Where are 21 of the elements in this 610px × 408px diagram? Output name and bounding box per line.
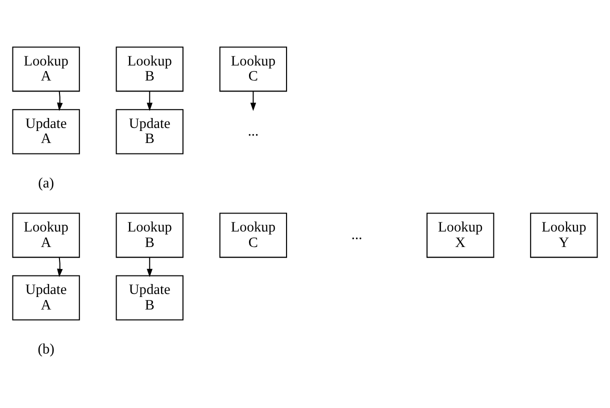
node-box: Lookup C <box>219 46 288 92</box>
node-box: Lookup A <box>12 212 80 258</box>
arrow <box>250 91 256 111</box>
arrow <box>146 91 153 111</box>
node-text: ... <box>248 124 259 140</box>
node-box: Update A <box>12 275 80 320</box>
label: (b) <box>38 341 54 358</box>
node-box: Lookup B <box>116 46 184 92</box>
node-box: Lookup Y <box>530 212 598 258</box>
node-box: Update B <box>116 109 184 154</box>
label: ... <box>351 227 362 244</box>
node-box: Update B <box>116 275 184 320</box>
node-box: Update A <box>12 109 80 154</box>
node-box: Lookup C <box>219 212 288 258</box>
arrow <box>57 91 63 111</box>
node-box: Lookup B <box>116 212 184 258</box>
arrow <box>57 257 63 278</box>
label: (a) <box>38 175 54 192</box>
node-box: Lookup X <box>426 212 494 258</box>
arrow <box>146 257 153 278</box>
node-box: Lookup A <box>12 46 80 92</box>
